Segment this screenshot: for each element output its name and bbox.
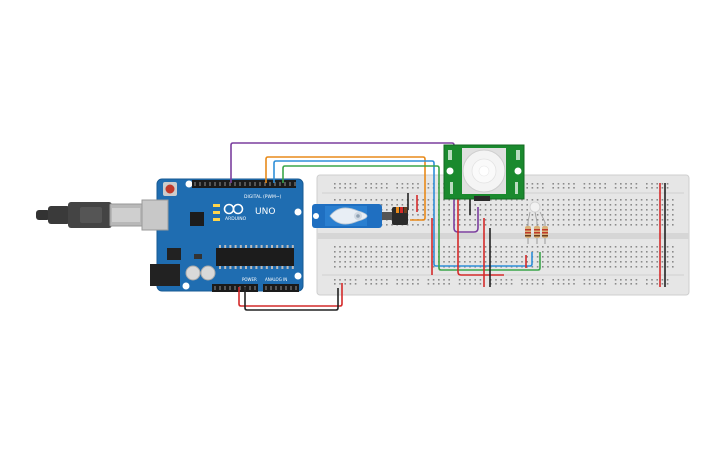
arduino-uno-board[interactable]: ARDUINO UNO DIGITAL (PWM~) POWER ANALOG … bbox=[141, 178, 304, 292]
arduino-logo-text: ARDUINO bbox=[225, 216, 247, 222]
microcontroller-chip bbox=[216, 248, 294, 266]
power-jack bbox=[150, 264, 180, 286]
wire-green[interactable] bbox=[282, 165, 541, 271]
wire-red-arduino-5v[interactable] bbox=[238, 283, 343, 307]
pir-motion-sensor[interactable] bbox=[443, 144, 525, 201]
wire-blue[interactable] bbox=[273, 160, 533, 267]
arduino-logo bbox=[223, 203, 244, 215]
power-pins-label: POWER bbox=[242, 277, 257, 282]
usb-cable bbox=[36, 202, 145, 228]
rgb-led[interactable] bbox=[527, 201, 546, 223]
breadboard[interactable] bbox=[316, 174, 690, 296]
wire-orange[interactable] bbox=[265, 156, 426, 221]
servo-motor[interactable] bbox=[312, 204, 408, 228]
digital-pins-label: DIGITAL (PWM~) bbox=[244, 194, 282, 200]
wire-black-arduino-gnd[interactable] bbox=[244, 287, 339, 311]
usb-jack bbox=[141, 199, 169, 231]
wire-red-pir[interactable] bbox=[457, 193, 504, 276]
analog-pins-label: ANALOG IN bbox=[265, 277, 287, 282]
board-model-label: UNO bbox=[255, 207, 275, 217]
resistors bbox=[525, 222, 548, 244]
usb-chip bbox=[190, 212, 204, 226]
